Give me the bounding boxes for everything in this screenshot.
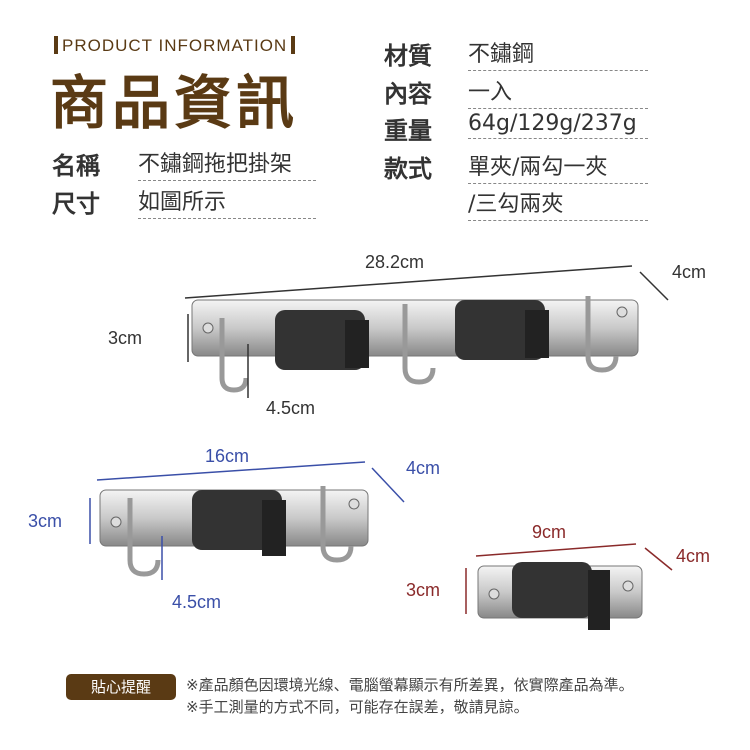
spec-label: 重量 <box>384 117 432 145</box>
spec-value: 如圖所示 <box>138 184 316 219</box>
dim-height: 3cm <box>108 328 142 348</box>
spec-value-cont: /三勾兩夾 <box>468 186 648 221</box>
dim-length: 9cm <box>532 522 566 542</box>
spec-value: 不鏽鋼 <box>468 36 648 71</box>
dim-length: 16cm <box>205 446 249 466</box>
notice-line: ※手工測量的方式不同，可能存在誤差，敬請見諒。 <box>186 698 529 716</box>
dim-hook: 4.5cm <box>266 398 315 418</box>
notice-line: ※產品顏色因環境光線、電腦螢幕顯示有所差異，依實際產品為準。 <box>186 676 634 694</box>
spec-value: 單夾/兩勾一夾 <box>468 149 648 184</box>
spec-label: 內容 <box>384 80 432 108</box>
product-diagrams: 28.2cm 4cm 3cm 4.5cm 16cm 4cm 3cm 4.5cm … <box>28 252 710 630</box>
spec-value: 一入 <box>468 74 648 109</box>
eyebrow: PRODUCT INFORMATION <box>50 36 299 56</box>
dim-height: 3cm <box>28 511 62 531</box>
dim-depth: 4cm <box>406 458 440 478</box>
dim-depth: 4cm <box>676 546 710 566</box>
product-medium: 16cm 4cm 3cm 4.5cm <box>28 446 440 612</box>
spec-value: 不鏽鋼拖把掛架 <box>138 146 316 181</box>
notice-badge: 貼心提醒 <box>66 674 176 700</box>
dim-depth: 4cm <box>672 262 706 282</box>
spec-label: 尺寸 <box>52 190 100 218</box>
spec-label: 名稱 <box>52 152 100 180</box>
spec-value: 64g/129g/237g <box>468 111 648 139</box>
dim-height: 3cm <box>406 580 440 600</box>
dim-length: 28.2cm <box>365 252 424 272</box>
dim-hook: 4.5cm <box>172 592 221 612</box>
eyebrow-text: PRODUCT INFORMATION <box>62 36 288 55</box>
page-title: 商品資訊 <box>50 69 299 137</box>
spec-label: 款式 <box>384 155 432 183</box>
spec-label: 材質 <box>384 42 432 70</box>
product-small: 9cm 4cm 3cm <box>406 522 710 630</box>
product-large: 28.2cm 4cm 3cm 4.5cm <box>108 252 706 418</box>
